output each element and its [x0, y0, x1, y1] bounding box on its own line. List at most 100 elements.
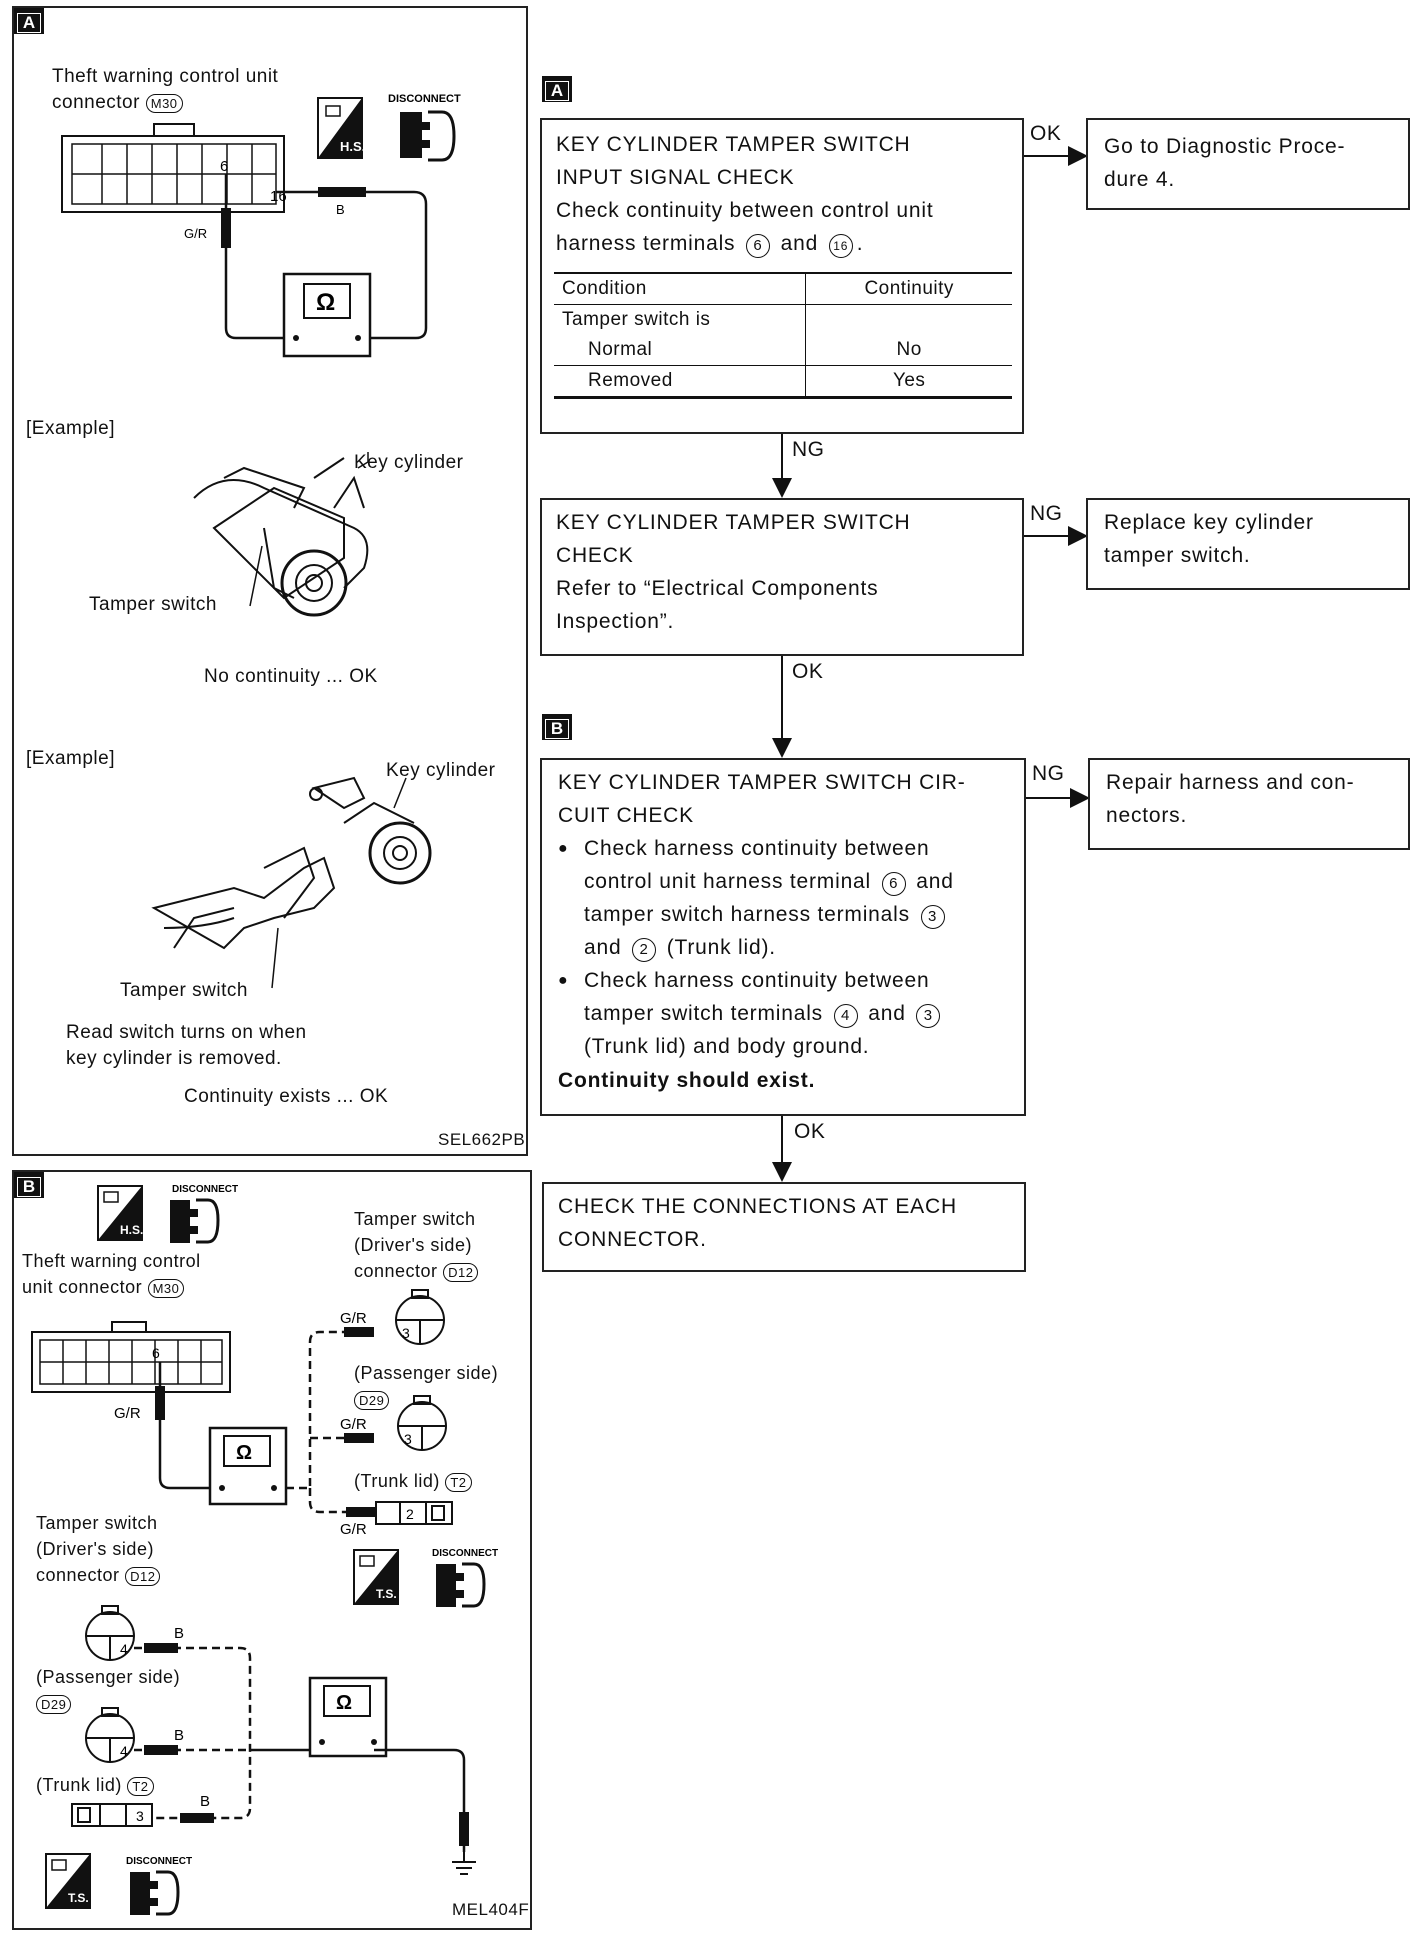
wire-gr-label: G/R	[340, 1310, 367, 1327]
table-cell: Tamper switch is	[554, 304, 807, 335]
d12-badge: D12	[125, 1567, 161, 1586]
ohm-meter	[282, 272, 372, 358]
step3-bold-note: Continuity should exist.	[558, 1069, 816, 1092]
table-header-continuity: Continuity	[864, 278, 954, 299]
terminal-16: 16	[828, 234, 853, 258]
wire-gr-label: G/R	[114, 1405, 141, 1422]
panel-b: B H.S. DISCONNECT 6	[12, 1170, 532, 1930]
connector-d12-upper	[395, 1289, 445, 1345]
note-line-2: key cylinder is removed.	[66, 1048, 282, 1069]
wire-gr-label: G/R	[184, 226, 207, 241]
d29-badge: D29	[354, 1391, 390, 1410]
connector-m30	[61, 123, 285, 213]
key-cylinder-illustration-2	[151, 776, 432, 950]
step3-text: KEY CYLINDER TAMPER SWITCH CIR- CUIT CHE…	[558, 771, 966, 827]
step3-box: KEY CYLINDER TAMPER SWITCH CIR- CUIT CHE…	[540, 758, 1026, 1116]
step4-box: CHECK THE CONNECTIONS AT EACH CONNECTOR.	[542, 1182, 1026, 1272]
connector-m30	[31, 1321, 231, 1393]
connector-t2-lower	[71, 1803, 153, 1827]
connector-d29-lower	[85, 1707, 135, 1763]
panel-b-circuit: H.S. DISCONNECT 6 G/R	[31, 1184, 498, 1916]
step3-ng-result: Repair harness and con-nectors.	[1088, 758, 1410, 850]
ohm-symbol-1: Ω	[236, 1442, 252, 1464]
table-cell: Normal	[554, 335, 807, 366]
t2-badge: T2	[445, 1473, 472, 1492]
note-line-1: Read switch turns on when	[66, 1022, 307, 1043]
table-cell: Yes	[892, 370, 926, 391]
terminal-2: 2	[632, 938, 657, 962]
terminal-6: 6	[745, 234, 770, 258]
step2-ok-label: OK	[792, 660, 824, 683]
disconnect-label: DISCONNECT	[388, 93, 461, 105]
wire-gr-label: G/R	[340, 1521, 367, 1538]
table-cell	[806, 305, 1012, 336]
t2-badge: T2	[127, 1777, 154, 1796]
step1-box: KEY CYLINDER TAMPER SWITCH INPUT SIGNAL …	[540, 118, 1024, 434]
hs-icon	[97, 1185, 143, 1241]
ohm-symbol-2: Ω	[336, 1692, 352, 1714]
pin-6-label: 6	[220, 158, 228, 175]
step4-text: CHECK THE CONNECTIONS AT EACH CONNECTOR.	[558, 1195, 957, 1251]
pin-2-label: 2	[406, 1506, 414, 1522]
tamper-switch-lower-title: Tamper switch (Driver's side) connector …	[36, 1510, 161, 1588]
unit-code-badge: M30	[147, 1279, 185, 1298]
passenger-upper-label: (Passenger side) D29	[354, 1363, 499, 1410]
terminal-6: 6	[881, 872, 906, 896]
flow-tag-b: B	[542, 714, 572, 740]
terminal-3: 3	[916, 1004, 941, 1028]
disconnect-label: DISCONNECT	[126, 1856, 192, 1867]
tamper-switch-label-1: Tamper switch	[89, 594, 217, 615]
table-cell: Removed	[554, 365, 807, 396]
result-no-continuity: No continuity ... OK	[204, 666, 378, 687]
disconnect-label: DISCONNECT	[172, 1184, 238, 1195]
pin-3-label: 3	[404, 1431, 412, 1447]
table-cell: No	[896, 339, 922, 360]
example-label-1: [Example]	[26, 418, 115, 439]
figure-code-b: MEL404F	[452, 1900, 530, 1919]
disconnect-label: DISCONNECT	[432, 1548, 498, 1559]
ts-icon	[353, 1549, 399, 1605]
step2-box: KEY CYLINDER TAMPER SWITCH CHECK Refer t…	[540, 498, 1024, 656]
ts-label: T.S.	[68, 1891, 89, 1905]
ohm-meter-2	[308, 1676, 388, 1758]
connector-t2-upper	[375, 1501, 453, 1525]
connector-title: Theft warning control unit connector M30	[52, 66, 279, 113]
connector-code-badge: M30	[145, 94, 183, 113]
key-cylinder-label-2: Key cylinder	[386, 760, 496, 781]
key-cylinder-illustration-1	[193, 457, 369, 617]
unit-connector-title: Theft warning control unit connector M30	[22, 1251, 201, 1298]
wire-b-label: B	[174, 1625, 184, 1642]
ground-icon	[452, 1852, 476, 1875]
step1-ng-label: NG	[792, 438, 825, 461]
table-header-condition: Condition	[554, 274, 807, 305]
ohm-symbol: Ω	[316, 289, 335, 316]
panel-b-tag: B	[14, 1172, 44, 1198]
example-label-2: [Example]	[26, 748, 115, 769]
step1-text: KEY CYLINDER TAMPER SWITCH INPUT SIGNAL …	[556, 128, 933, 260]
terminal-4: 4	[833, 1004, 858, 1028]
key-cylinder-label-1: Key cylinder	[354, 452, 464, 473]
ts-icon	[45, 1853, 91, 1909]
hs-icon	[317, 97, 363, 159]
wire-b-label: B	[174, 1727, 184, 1744]
flow-tag-a: A	[542, 76, 572, 102]
wire-gr-label: G/R	[340, 1416, 367, 1433]
pin-4-label: 4	[120, 1641, 128, 1657]
panel-a-tag: A	[14, 8, 44, 34]
d29-badge: D29	[36, 1695, 72, 1714]
step3-bullet-2: Check harness continuity between tamper …	[558, 964, 944, 1063]
step2-ng-label: NG	[1030, 502, 1063, 525]
passenger-lower-label: (Passenger side) D29	[36, 1667, 181, 1714]
disconnect-icon	[436, 1562, 486, 1608]
disconnect-icon	[130, 1870, 180, 1916]
hs-label: H.S.	[340, 139, 365, 154]
tamper-switch-upper-title: Tamper switch (Driver's side) connector …	[354, 1206, 479, 1284]
trunk-upper-label: (Trunk lid) T2	[354, 1468, 472, 1494]
disconnect-icon	[400, 110, 456, 162]
wire-b-label: B	[336, 202, 345, 217]
step3-ok-label: OK	[794, 1120, 826, 1143]
condition-table: Condition Continuity Tamper switch is No…	[554, 272, 1012, 399]
trunk-lower-label: (Trunk lid) T2	[36, 1772, 154, 1798]
